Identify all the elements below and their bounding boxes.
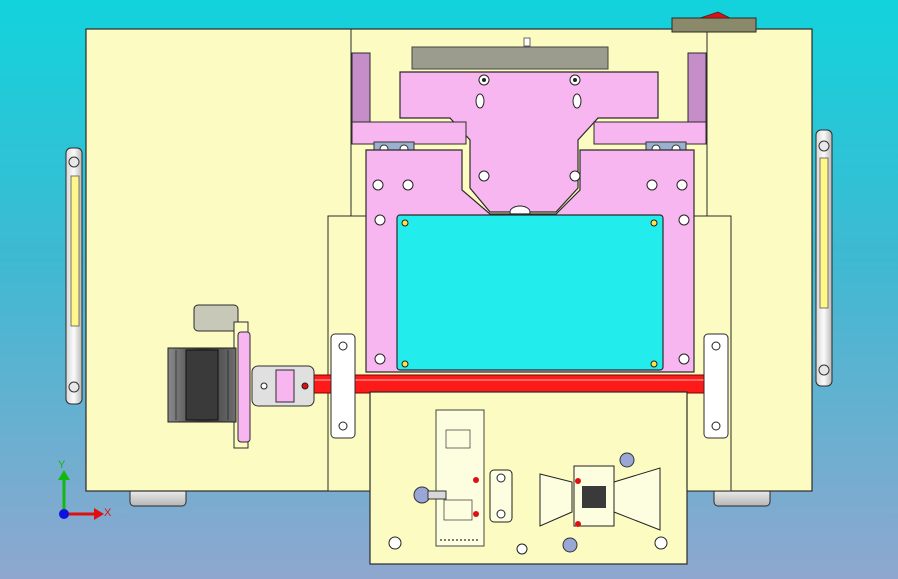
shaft-support-left — [330, 333, 356, 439]
coordinate-triad-icon: Y X — [58, 459, 112, 520]
top-marker — [523, 37, 531, 47]
shaft-support-right — [703, 333, 729, 439]
thumb-screw-left[interactable] — [413, 486, 447, 504]
side-rail-left — [65, 147, 83, 405]
thumb-screw-bottom[interactable] — [562, 537, 578, 553]
stepper-motor-icon[interactable] — [167, 347, 237, 423]
side-rail-right — [815, 129, 833, 387]
back-plate — [411, 46, 609, 70]
rocker-switch-icon[interactable] — [671, 11, 757, 33]
shaft-coupling-icon[interactable] — [251, 365, 315, 407]
lead-screw-icon[interactable] — [311, 374, 727, 394]
sample-module[interactable] — [369, 391, 688, 565]
bracket-arm-right — [593, 52, 707, 157]
motor-mount — [193, 304, 251, 449]
carriage-upper — [399, 71, 659, 219]
sensor-plate[interactable] — [396, 214, 664, 371]
triad-y-label: Y — [58, 459, 66, 471]
thumb-screw-top[interactable] — [619, 452, 635, 468]
triad-x-label: X — [104, 507, 112, 519]
